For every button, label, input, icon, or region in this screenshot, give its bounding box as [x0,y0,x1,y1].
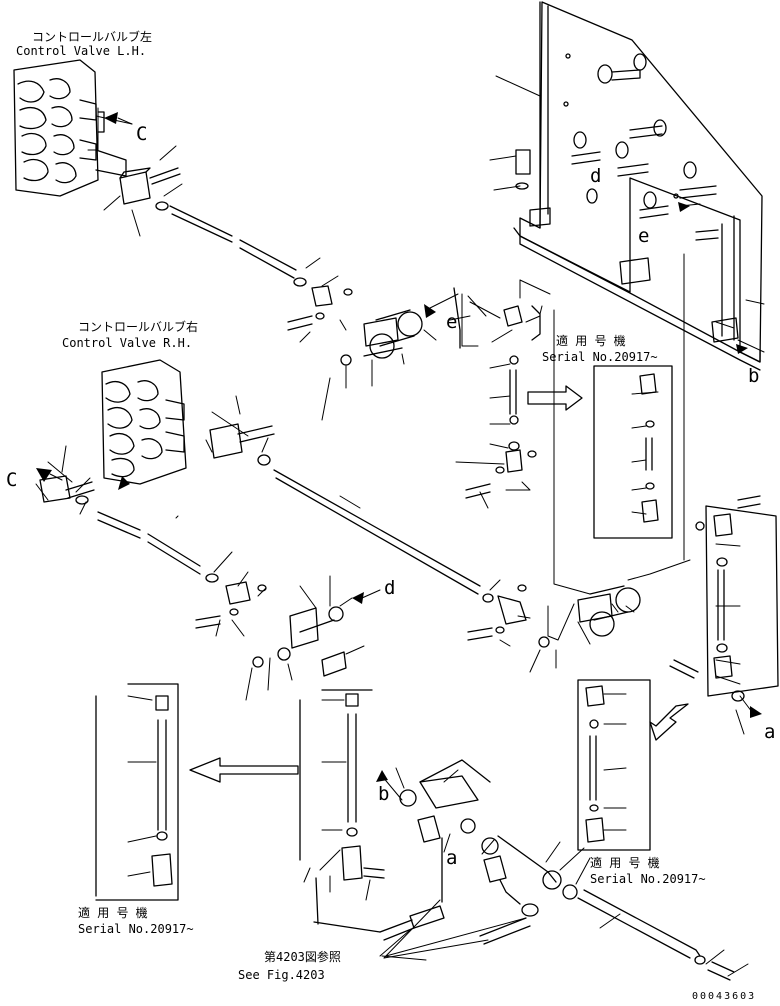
upper-rod-assembly [119,167,461,366]
direction-arrows [36,112,762,782]
mounting-bracket-plate [513,1,763,371]
leader-lines [47,75,765,977]
callout-a-right: a [764,721,776,743]
callout-c-top: C [136,123,148,145]
control-valve-rh-label-en: Control Valve R.H. [62,336,193,350]
control-valve-lh [13,59,127,197]
callout-b-plate: b [748,365,760,387]
center-vertical-rod [465,305,541,499]
middle-rod-assembly [39,423,641,677]
callout-d-lower: d [384,577,396,599]
see-fig-label-jp: 第4203図参照 [264,950,341,964]
serial-label-3-en: Serial No.20917~ [78,922,194,936]
control-valve-lh-label-jp: コントロールバルブ左 [32,30,153,44]
arrow-shafts [49,117,753,801]
lower-left-rods [95,683,385,933]
serial-label-2-jp: 適 用 号 機 [590,856,660,870]
control-valve-rh-label-jp: コントロールバルブ右 [78,320,199,334]
callout-e-plate: e [638,225,650,247]
lower-cross-shafts [379,759,735,981]
callout-b-lower: b [378,783,390,805]
serial-label-2-en: Serial No.20917~ [590,872,706,886]
control-valve-rh [101,359,187,485]
see-fig-label-en: See Fig.4203 [238,968,325,982]
callout-d-plate: d [590,165,602,187]
serial-label-1-jp: 適 用 号 機 [556,334,626,348]
control-valve-lh-label-en: Control Valve L.H. [16,44,147,58]
right-vertical-rod [669,495,779,702]
callout-c-left: C [6,469,18,491]
callout-a-lower: a [446,847,458,869]
drawing-code: 00043603 [692,991,757,1002]
serial-inset-right [577,679,689,851]
callout-e-link: e [446,311,458,333]
serial-label-1-en: Serial No.20917~ [542,350,658,364]
serial-label-3-jp: 適 用 号 機 [78,906,148,920]
callout-brackets [35,107,543,501]
serial-inset-upper [527,365,673,539]
